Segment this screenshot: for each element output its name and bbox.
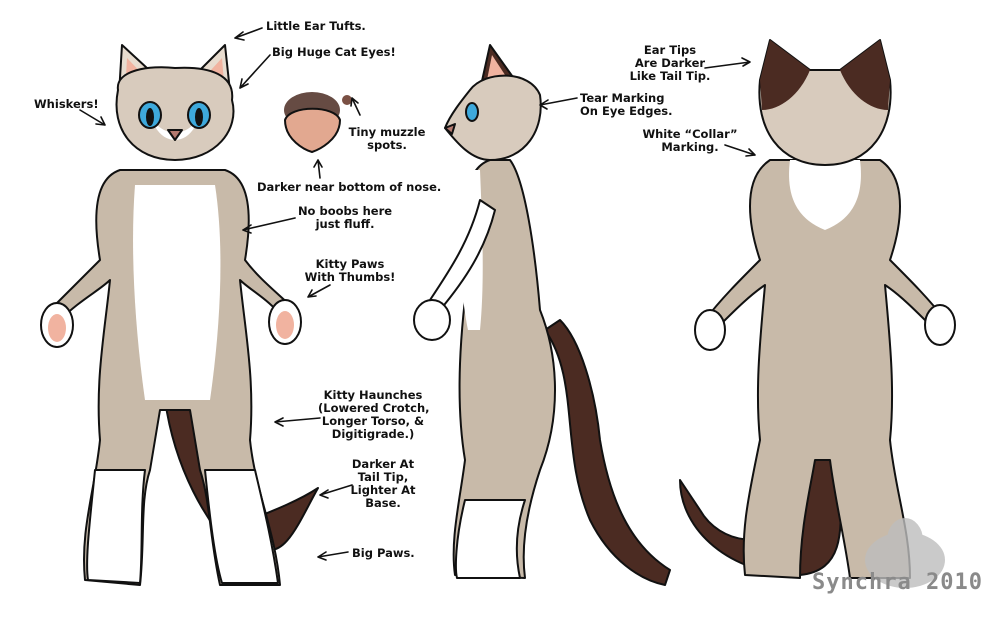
annotation-line: No boobs here: [297, 204, 393, 218]
annotation-collar: White “Collar”Marking.: [635, 128, 745, 154]
annotation-line: Are Darker: [634, 56, 706, 70]
annotation-line: Lighter At: [350, 483, 416, 497]
annotation-line: Like Tail Tip.: [629, 69, 711, 83]
watermark-logo: [865, 518, 945, 588]
front-view-figure: [40, 44, 319, 586]
annotation-line: Tear Marking: [580, 91, 665, 105]
side-head: [444, 74, 542, 161]
annotation-line: Darker near bottom of nose.: [257, 180, 442, 194]
front-nose: [167, 129, 183, 141]
annotation-line: Tiny muzzle: [348, 125, 426, 139]
back-collar: [789, 160, 861, 230]
annotation-line: Digitigrade.): [331, 427, 415, 441]
side-view-figure: [413, 44, 671, 586]
annotation-line: White “Collar”: [642, 127, 738, 141]
annotation-ear-tufts: Little Ear Tufts.: [266, 20, 366, 33]
annotation-nose: Darker near bottom of nose.: [257, 181, 441, 194]
annotation-line: Tail Tip,: [357, 470, 409, 484]
back-right-paw: [924, 304, 956, 346]
annotation-line: On Eye Edges.: [580, 104, 673, 118]
annotation-haunches: Kitty Haunches(Lowered Crotch,Longer Tor…: [318, 388, 430, 441]
annotation-line: just fluff.: [315, 217, 375, 231]
annotation-line: Marking.: [661, 140, 719, 154]
front-chest: [133, 185, 221, 400]
annotation-line: Big Paws.: [352, 546, 415, 560]
front-head: [115, 66, 235, 161]
side-eye: [465, 102, 479, 122]
annotation-cat-eyes: Big Huge Cat Eyes!: [272, 46, 396, 59]
annotation-line: Little Ear Tufts.: [266, 19, 366, 33]
annotation-arrows: [79, 27, 756, 561]
annotation-big-paws: Big Paws.: [352, 547, 415, 560]
annotation-line: Whiskers!: [34, 97, 99, 111]
annotation-line: Kitty Haunches: [323, 388, 423, 402]
annotation-line: (Lowered Crotch,: [318, 401, 430, 415]
side-paw: [413, 299, 451, 341]
annotation-line: Kitty Paws: [315, 257, 385, 271]
nose-detail: [284, 92, 352, 153]
back-left-paw: [694, 309, 726, 351]
annotation-line: spots.: [367, 138, 407, 152]
annotation-line: Ear Tips: [643, 43, 697, 57]
annotation-line: Darker At: [351, 457, 415, 471]
annotation-line: Big Huge Cat Eyes!: [272, 45, 396, 59]
side-tail: [544, 319, 671, 586]
annotation-line: Base.: [365, 496, 401, 510]
annotation-whiskers: Whiskers!: [34, 98, 99, 111]
annotation-line: Longer Torso, &: [321, 414, 425, 428]
annotation-line: With Thumbs!: [304, 270, 396, 284]
back-view-figure: [679, 39, 956, 579]
artist-signature: Synchra 2010: [812, 570, 983, 595]
